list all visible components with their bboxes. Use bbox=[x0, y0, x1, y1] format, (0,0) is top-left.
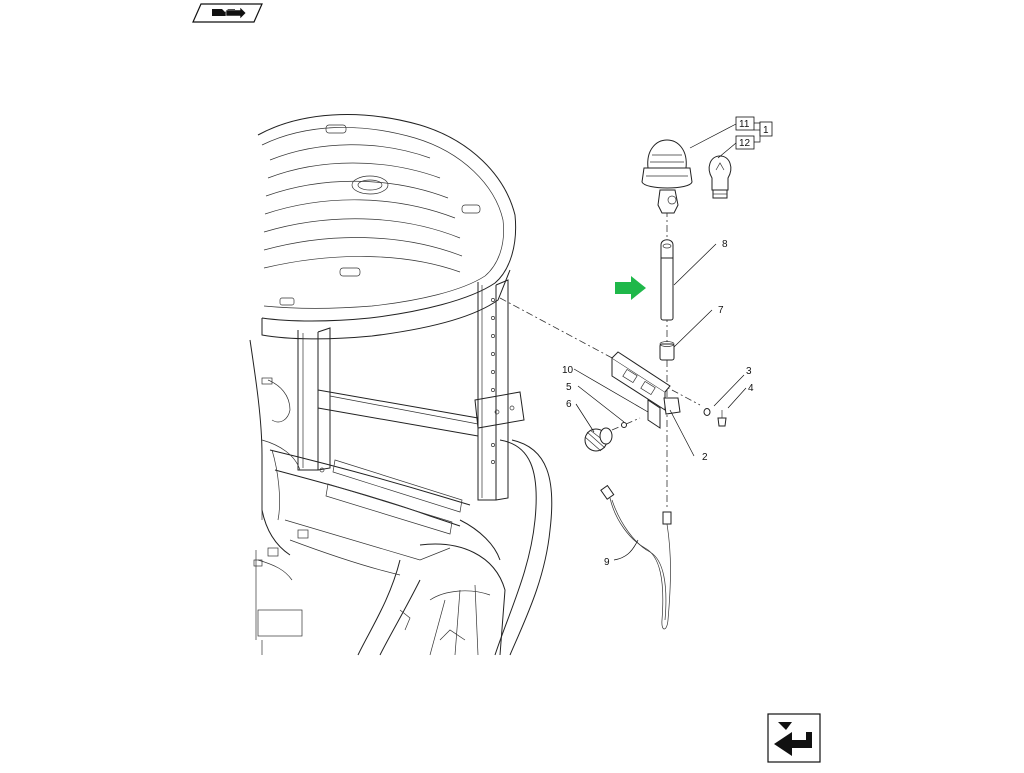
callout-10: 10 bbox=[562, 365, 574, 376]
arrow-down-left-icon[interactable] bbox=[767, 713, 821, 763]
cable-harness-part bbox=[600, 484, 672, 630]
callout-box-11 bbox=[735, 116, 755, 131]
callout-box-1 bbox=[759, 121, 773, 137]
callout-12: 12 bbox=[739, 138, 751, 149]
callout-4: 4 bbox=[748, 383, 754, 394]
callout-8: 8 bbox=[722, 239, 728, 250]
callout-11: 11 bbox=[739, 119, 750, 130]
callout-3: 3 bbox=[746, 366, 752, 377]
callout-box-12 bbox=[735, 135, 755, 150]
mast-pole-part bbox=[660, 239, 674, 321]
sleeve-part bbox=[659, 341, 675, 361]
callout-6: 6 bbox=[566, 399, 572, 410]
bulb-part bbox=[708, 155, 732, 199]
callout-2: 2 bbox=[702, 452, 708, 463]
screw-part bbox=[717, 410, 727, 427]
beacon-lamp-part bbox=[641, 139, 693, 214]
knob-part bbox=[584, 427, 613, 452]
lock-washer-part bbox=[703, 408, 711, 416]
washer-part bbox=[621, 422, 627, 428]
callout-7: 7 bbox=[718, 305, 724, 316]
callout-1: 1 bbox=[763, 125, 769, 136]
cab-frame-illustration bbox=[249, 114, 553, 656]
callout-5: 5 bbox=[566, 382, 572, 393]
mounting-bracket-part bbox=[611, 351, 681, 429]
green-arrow-icon bbox=[615, 276, 646, 300]
callout-9: 9 bbox=[604, 557, 610, 568]
book-arrow-icon[interactable] bbox=[192, 3, 263, 23]
